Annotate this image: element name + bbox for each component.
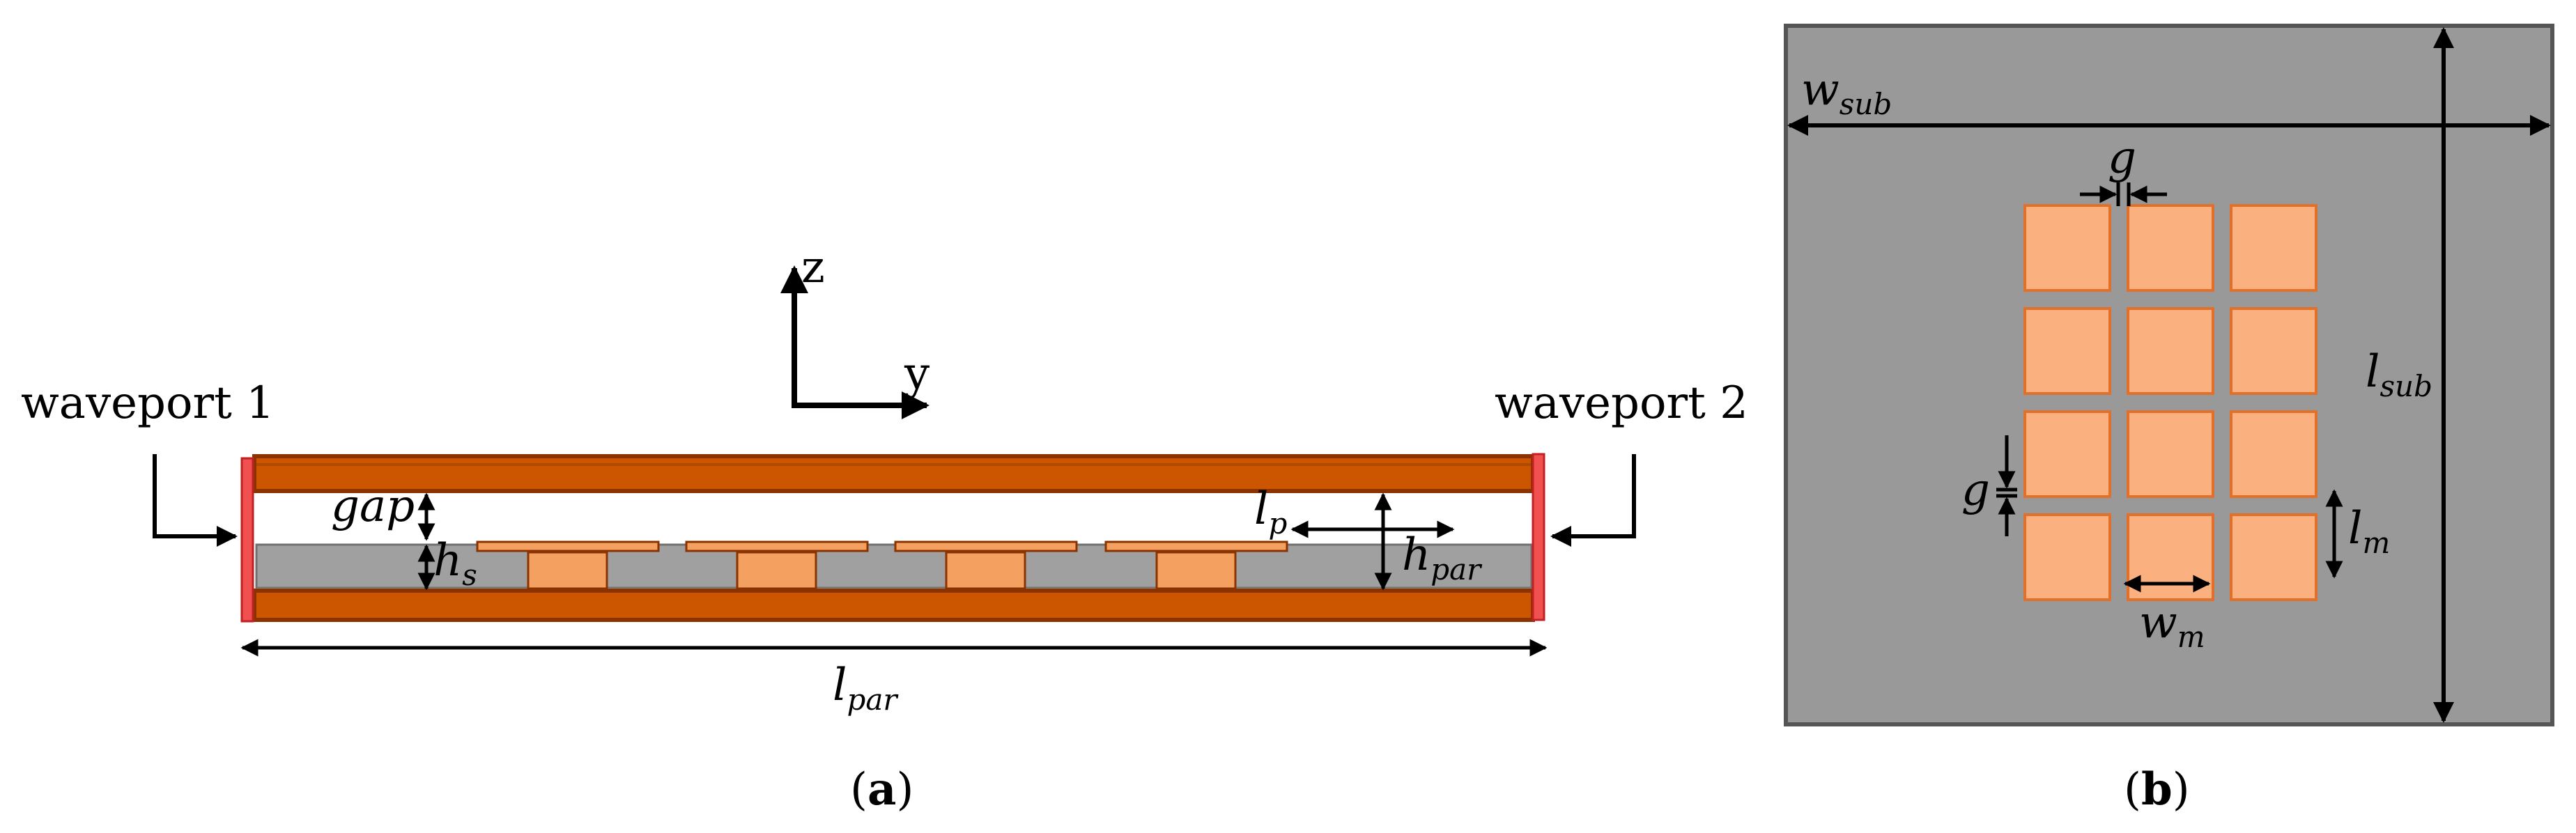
gap-label: gap bbox=[331, 481, 415, 532]
patch-strip bbox=[894, 540, 1078, 552]
unit-cell-patch bbox=[2127, 513, 2214, 601]
unit-cell-patch bbox=[2023, 513, 2111, 601]
lm-label: lm bbox=[2348, 503, 2390, 560]
g-top-label: g bbox=[2108, 132, 2136, 184]
waveport-1-leader bbox=[153, 454, 238, 547]
patch-strip bbox=[476, 540, 660, 552]
patch-strip bbox=[685, 540, 869, 552]
substrate-slab bbox=[255, 543, 1533, 589]
panel-b-caption: (b) bbox=[2124, 763, 2190, 816]
unit-cell-patch bbox=[2023, 307, 2111, 395]
lp-label: lp bbox=[1254, 483, 1287, 540]
bottom-plate bbox=[252, 589, 1535, 622]
panel-a-caption: (a) bbox=[850, 763, 913, 816]
waveport-2-label: waveport 2 bbox=[1495, 377, 1748, 429]
unit-cell-patch bbox=[2230, 410, 2317, 498]
top-plate bbox=[252, 454, 1535, 493]
waveport-2-leader bbox=[1550, 454, 1636, 547]
panel-a: z y waveport 1 waveport 2 bbox=[21, 242, 1748, 816]
unit-cell-patch bbox=[2023, 204, 2111, 292]
patch-strip bbox=[1104, 540, 1288, 552]
waveport-1-bar bbox=[240, 457, 254, 623]
g-left-label: g bbox=[1961, 465, 1990, 516]
unit-cell-patch bbox=[2230, 513, 2317, 601]
axes-indicator: z y bbox=[780, 242, 930, 419]
hpar-label: hpar bbox=[1402, 529, 1483, 586]
lpar-label: lpar bbox=[833, 660, 899, 717]
patch-block bbox=[736, 551, 817, 590]
hs-label: hs bbox=[433, 535, 477, 592]
patch-block bbox=[527, 551, 608, 590]
wsub-label: wsub bbox=[1801, 64, 1892, 121]
panel-b: wsub lsub g g lm wm (b) bbox=[1784, 24, 2554, 816]
z-axis-label: z bbox=[801, 242, 825, 293]
unit-cell-patch bbox=[2127, 204, 2214, 292]
patch-block bbox=[945, 551, 1026, 590]
unit-cell-patch bbox=[2127, 307, 2214, 395]
patch-row bbox=[476, 540, 1288, 590]
unit-cell-patch bbox=[2127, 410, 2214, 498]
patch-grid bbox=[2023, 204, 2317, 601]
patch-block bbox=[1155, 551, 1237, 590]
wm-label: wm bbox=[2139, 597, 2205, 654]
lsub-label: lsub bbox=[2366, 346, 2432, 403]
unit-cell-patch bbox=[2023, 410, 2111, 498]
unit-cell-patch bbox=[2230, 204, 2317, 292]
y-axis-label: y bbox=[904, 348, 930, 400]
unit-cell-patch bbox=[2230, 307, 2317, 395]
waveport-2-bar bbox=[1532, 453, 1545, 621]
waveport-1-label: waveport 1 bbox=[21, 377, 275, 429]
